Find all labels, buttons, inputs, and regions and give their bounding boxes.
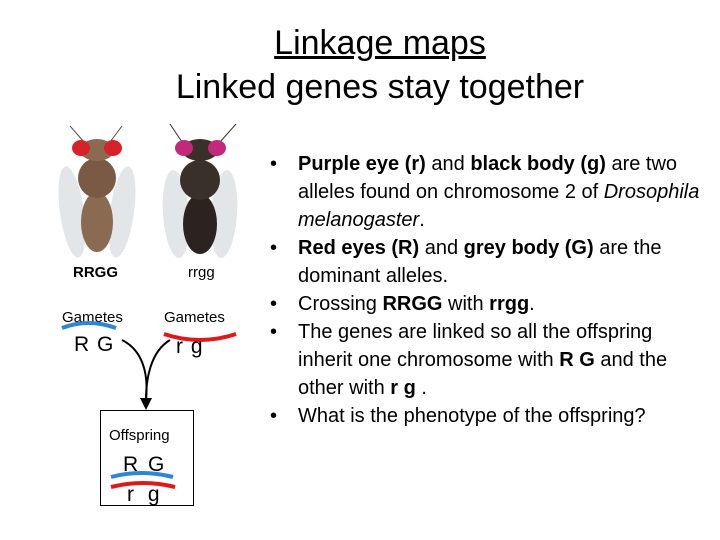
bullet-text-run: and <box>425 153 471 175</box>
bullet-text-run: The genes are linked so all the offsprin… <box>298 321 653 371</box>
bullet-text-run: and the other with <box>298 349 668 399</box>
bullet-item: Crossing RRGG with rrgg. <box>268 290 708 318</box>
genotype-label-dominant: RRGG <box>73 264 118 281</box>
title-line-2: Linked genes stay together <box>175 68 585 106</box>
arrow-head <box>140 398 152 410</box>
bullet-text-run: grey body (G) <box>463 237 594 259</box>
offspring-chromosome-red <box>110 481 176 489</box>
bullet-text-run: What is the phenotype of the offspring? <box>298 405 646 427</box>
offspring-alleles-dominant: R G <box>123 453 167 476</box>
title-line-1: Linkage maps <box>274 24 486 62</box>
offspring-label: Offspring <box>109 427 170 444</box>
bullet-item: What is the phenotype of the offspring? <box>268 402 708 430</box>
bullet-text-run: black body (g) <box>470 153 606 175</box>
arrow-right-curve <box>145 339 171 401</box>
bullet-text-run: are two alleles found on chromosome 2 of <box>298 153 678 203</box>
bullet-text-run: Drosophila melanogaster <box>298 181 700 231</box>
offspring-alleles-recessive: r g <box>127 483 164 506</box>
gametes-label-left: Gametes <box>62 309 123 326</box>
gametes-label-right: Gametes <box>164 309 225 326</box>
bullet-item: The genes are linked so all the offsprin… <box>268 318 708 402</box>
genotype-label-recessive: rrgg <box>188 264 215 281</box>
bullet-text-run: RRGG <box>382 293 443 315</box>
bullet-text-run: . <box>419 209 425 231</box>
bullet-list: Purple eye (r) and black body (g) are tw… <box>268 150 708 430</box>
offspring-chromosome-blue <box>110 471 174 479</box>
bullet-text-run: . <box>421 377 427 399</box>
offspring-box: Offspring R G r g <box>100 410 194 506</box>
bullet-item: Red eyes (R) and grey body (G) are the d… <box>268 234 708 290</box>
gamete-alleles-dominant: R G <box>74 333 115 356</box>
bullet-text-run: r g <box>390 377 422 399</box>
offspring-chromosomes <box>110 471 176 489</box>
bullet-text-run: Crossing <box>298 293 383 315</box>
bullet-text-run: . <box>529 293 535 315</box>
bullet-item: Purple eye (r) and black body (g) are tw… <box>268 150 708 234</box>
bullet-text-run: Red eyes (R) <box>298 237 420 259</box>
fly-red-eyes-grey-body-image <box>58 125 136 258</box>
gamete-chromosome-red <box>163 332 237 342</box>
gamete-chromosome-blue <box>61 321 117 330</box>
arrow-left-curve <box>121 339 148 401</box>
bullet-text-run: Purple eye (r) <box>298 153 426 175</box>
fly-purple-eyes-black-body-image <box>162 123 238 258</box>
bullet-text-run: rrgg <box>489 293 530 315</box>
bullet-text-run: are the dominant alleles. <box>298 237 662 287</box>
gamete-alleles-recessive: r g <box>176 335 204 358</box>
bullet-text-run: R G <box>559 349 601 371</box>
bullet-text-run: and <box>419 237 464 259</box>
bullet-text-run: with <box>442 293 490 315</box>
